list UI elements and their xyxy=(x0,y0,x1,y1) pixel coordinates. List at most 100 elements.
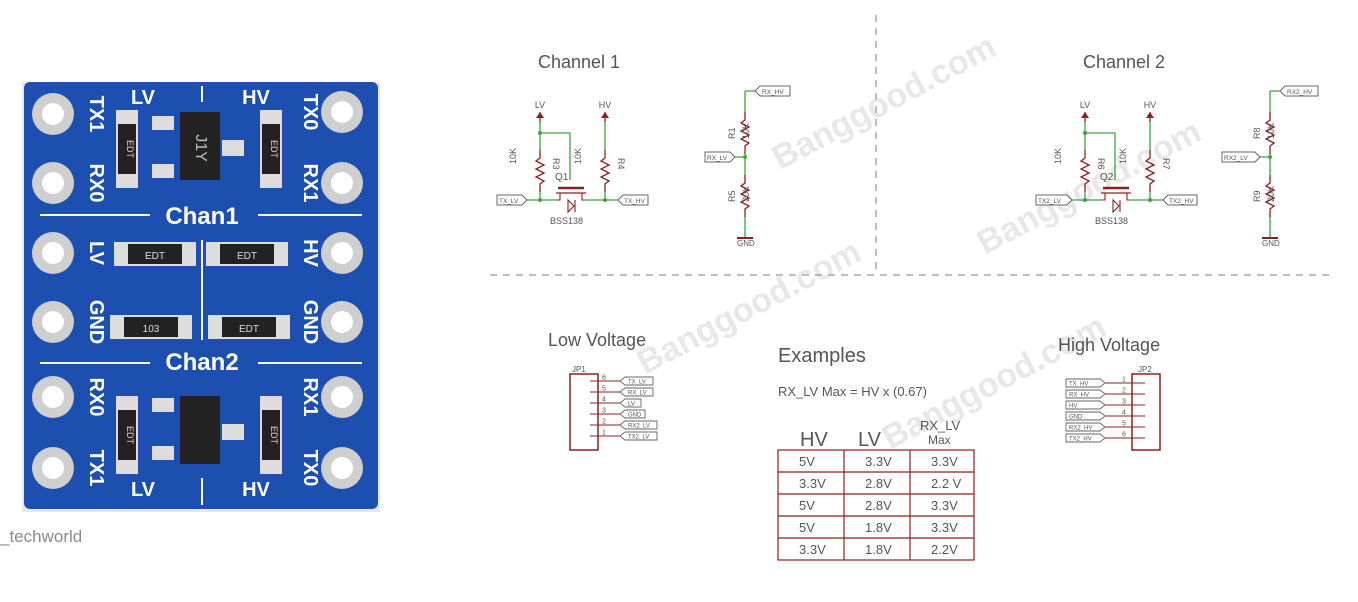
silk-label-tx1: TX1 xyxy=(85,96,107,133)
q2-label: Q2 xyxy=(1100,172,1114,183)
jp1-pin: 5RX_LV xyxy=(590,386,654,397)
q1-part: BSS138 xyxy=(550,216,583,226)
table-cell: 5V xyxy=(799,454,815,469)
silk-label-rx0-bottom: RX0 xyxy=(85,378,107,417)
r8-value: 10K xyxy=(1266,123,1276,139)
channel-1-title: Channel 1 xyxy=(538,52,620,72)
jp1-label: JP1 xyxy=(572,365,586,374)
r6-value: 10K xyxy=(1053,148,1063,164)
jp2-pin-number: 3 xyxy=(1122,399,1126,406)
net-tx-hv: TX_HV xyxy=(624,198,646,205)
jp1-pin-number: 3 xyxy=(602,408,606,415)
silk-label-chan1: Chan1 xyxy=(165,203,238,230)
jp1-net-label: RX_LV xyxy=(628,391,647,397)
low-voltage-header: Low Voltage JP1 6TX_LV5RX_LV4LV3GND2RX2_… xyxy=(548,330,658,451)
lv-label: LV xyxy=(535,100,545,110)
r5-value: 20K xyxy=(741,186,751,202)
net-tx-lv: TX_LV xyxy=(499,198,519,205)
gnd-label: GND xyxy=(1262,239,1280,248)
r6-label: R6 xyxy=(1096,158,1106,170)
jp2-pin: 1TX_HV xyxy=(1065,377,1145,388)
jp2-pin-number: 1 xyxy=(1122,377,1126,384)
silk-label-lv-mid: LV xyxy=(85,241,107,266)
table-cell: 2.8V xyxy=(865,498,892,513)
channel-2-circuit: Channel 2 LV HV Q2 BSS138 R6 10K R7 10K … xyxy=(1035,52,1319,248)
resistor-mark: EDT xyxy=(269,140,279,159)
jp2-pin: 2RX_HV xyxy=(1065,388,1145,399)
silk-label-hv-mid: HV xyxy=(299,239,321,267)
silk-label-lv: LV xyxy=(131,87,156,109)
net-rx-hv: RX_HV xyxy=(762,89,784,96)
table-cell: 3.3V xyxy=(799,542,826,557)
jp1-net-label: RX2_LV xyxy=(628,424,650,430)
jp1-net-label: TX_LV xyxy=(628,380,646,386)
q2-part: BSS138 xyxy=(1095,216,1128,226)
smd-resistors xyxy=(110,110,290,474)
hv-label: HV xyxy=(1144,100,1157,110)
net-tx2-lv: TX2_LV xyxy=(1038,198,1062,205)
jp2-pin-number: 4 xyxy=(1122,410,1126,417)
q1-label: Q1 xyxy=(555,172,569,183)
resistor-mark: EDT xyxy=(239,324,259,335)
jp1-pin: 6TX_LV xyxy=(590,375,654,386)
jp1-pin-number: 4 xyxy=(602,397,606,404)
table-cell: 1.8V xyxy=(865,542,892,557)
silk-label-hv-bottom: HV xyxy=(242,479,270,501)
jp1-pin-number: 6 xyxy=(602,375,606,382)
table-header-hv: HV xyxy=(800,429,828,451)
table-cell: 1.8V xyxy=(865,520,892,535)
silk-label-tx0: TX0 xyxy=(299,94,321,131)
resistor-mark: EDT xyxy=(145,251,165,262)
resistor-mark: EDT xyxy=(125,140,135,159)
silk-label-tx0-bottom: TX0 xyxy=(299,450,321,487)
silk-label-tx1-bottom: TX1 xyxy=(85,450,107,487)
low-voltage-title: Low Voltage xyxy=(548,330,646,350)
gnd-label: GND xyxy=(737,239,755,248)
table-cell: 2.2 V xyxy=(931,476,962,491)
jp2-net-label: TX_HV xyxy=(1069,382,1088,388)
jp2-pin: 3HV xyxy=(1065,399,1145,410)
r4-value: 10K xyxy=(573,148,583,164)
table-cell: 3.3V xyxy=(799,476,826,491)
net-rx2-hv: RX2_HV xyxy=(1287,89,1313,96)
r1-label: R1 xyxy=(727,127,737,139)
jp2-body xyxy=(1131,373,1161,451)
jp1-net-label: LV xyxy=(628,402,635,408)
net-tx2-hv: TX2_HV xyxy=(1169,198,1194,205)
table-header-rx-lv: RX_LV xyxy=(920,418,961,433)
jp2-net-label: RX_HV xyxy=(1069,393,1089,399)
svg-text:Banggood.com: Banggood.com xyxy=(971,112,1207,262)
r1-value: 10K xyxy=(741,123,751,139)
jp2-net-label: RX2_HV xyxy=(1069,426,1092,432)
resistor-mark: EDT xyxy=(237,251,257,262)
channel-1-circuit: Channel 1 LV HV Q1 BSS138 R3 10K R4 10K … xyxy=(496,52,791,248)
jp1-pin: 4LV xyxy=(590,397,642,408)
lv-label: LV xyxy=(1080,100,1090,110)
table-cell: 5V xyxy=(799,498,815,513)
examples-title: Examples xyxy=(778,345,866,367)
table-cell: 3.3V xyxy=(931,520,958,535)
r9-label: R9 xyxy=(1252,190,1262,202)
jp2-net-label: HV xyxy=(1069,404,1077,410)
table-cell: 2.2V xyxy=(931,542,958,557)
hv-label: HV xyxy=(599,100,612,110)
jp2-net-label: GND xyxy=(1069,415,1083,421)
silk-label-gnd-left: GND xyxy=(85,300,107,344)
table-cell: 5V xyxy=(799,520,815,535)
table-cell: 3.3V xyxy=(931,454,958,469)
r3-label: R3 xyxy=(551,158,561,170)
silk-label-rx0: RX0 xyxy=(85,164,107,203)
jp2-pin-number: 2 xyxy=(1122,388,1126,395)
table-cell: 2.8V xyxy=(865,476,892,491)
mosfet-marking: J1Y xyxy=(192,134,209,162)
mosfet-top xyxy=(180,112,220,180)
r3-value: 10K xyxy=(508,148,518,164)
photo-caption: _techworld xyxy=(0,527,83,546)
r7-value: 10K xyxy=(1118,148,1128,164)
jp2-net-label: TX2_HV xyxy=(1069,437,1092,443)
jp1-pin-number: 1 xyxy=(602,430,606,437)
r5-label: R5 xyxy=(727,190,737,202)
